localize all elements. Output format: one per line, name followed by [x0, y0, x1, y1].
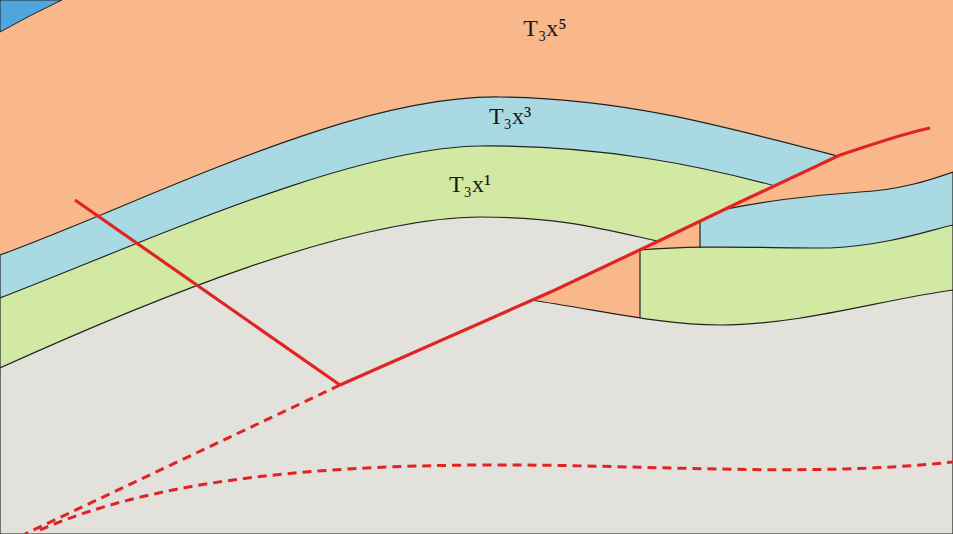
fault-line: [75, 200, 340, 385]
fault-line: [340, 128, 930, 385]
inferred-fault: [25, 385, 340, 534]
layer-label: T₃x⁵: [523, 15, 566, 41]
inferred-fault: [40, 462, 953, 530]
footwall-block: [0, 97, 953, 534]
hangingwall-block: [0, 172, 953, 534]
top-layer: [0, 0, 62, 32]
layer-label: T₃x³: [489, 103, 531, 129]
layer-label: T₃x¹: [449, 171, 491, 197]
